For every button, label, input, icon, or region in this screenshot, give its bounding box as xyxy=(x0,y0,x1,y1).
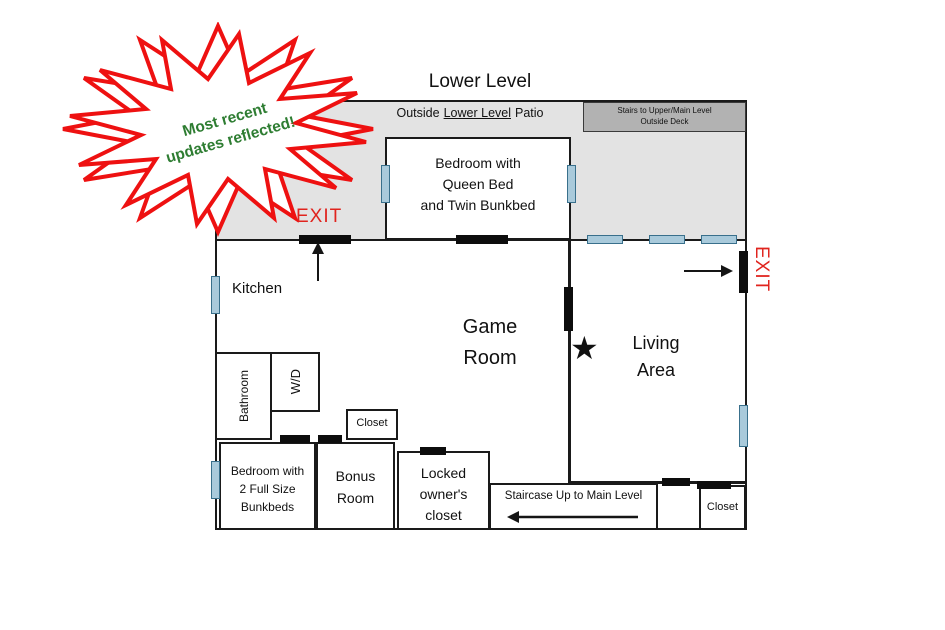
washer-dryer-box: W/D xyxy=(270,352,320,412)
exit-label-right: EXIT xyxy=(751,246,772,293)
staircase-box: Staircase Up to Main Level xyxy=(489,483,658,530)
page-title: Lower Level xyxy=(428,71,532,92)
bathroom-label: Bathroom xyxy=(236,369,251,423)
door-opening-living-bottom xyxy=(662,478,690,486)
patio-label-prefix: Outside xyxy=(396,106,440,120)
window xyxy=(211,276,220,314)
bedroom-queen-box: Bedroom with Queen Bed and Twin Bunkbed xyxy=(385,137,571,240)
patio-label: Outside Lower Level Patio xyxy=(350,106,590,120)
bedroom-bunk-box: Bedroom with 2 Full Size Bunkbeds xyxy=(219,442,316,530)
game-room-label: Game Room xyxy=(462,316,518,369)
door-opening-kitchen-exit xyxy=(299,235,351,244)
window xyxy=(739,405,748,447)
closet-mid-box: Closet xyxy=(346,409,398,440)
washer-dryer-label: W/D xyxy=(287,369,303,395)
door-opening-owners-closet xyxy=(420,447,446,455)
living-area-bottom-wall xyxy=(568,481,747,484)
door-opening-living-exit xyxy=(739,251,748,293)
owners-closet-box: Locked owner's closet xyxy=(397,451,490,530)
staircase-label: Staircase Up to Main Level xyxy=(504,490,643,502)
patio-label-underlined: Lower Level xyxy=(443,106,511,120)
starburst-badge xyxy=(62,22,374,237)
door-opening-closet-right xyxy=(697,481,731,489)
patio-label-suffix: Patio xyxy=(515,106,544,120)
kitchen-label: Kitchen xyxy=(232,280,283,297)
living-area-label: Living Area xyxy=(632,333,680,380)
starburst-outline-inner xyxy=(69,28,367,230)
closet-right-box: Closet xyxy=(699,485,746,530)
window xyxy=(381,165,390,203)
bonus-room-box: Bonus Room xyxy=(316,442,395,530)
door-opening-bathroom xyxy=(280,435,310,443)
bedroom-queen-label: Bedroom with Queen Bed and Twin Bunkbed xyxy=(420,155,536,213)
bathroom-box: Bathroom xyxy=(215,352,272,440)
window xyxy=(701,235,737,244)
bedroom-bunk-label: Bedroom with 2 Full Size Bunkbeds xyxy=(230,464,305,514)
window xyxy=(587,235,623,244)
door-opening-bedroom-queen xyxy=(456,235,508,244)
deck-stairs-box: Stairs to Upper/Main Level Outside Deck xyxy=(583,102,746,132)
door-opening-divider xyxy=(564,287,573,331)
star-icon: ★ xyxy=(570,330,599,366)
exit-label-top: EXIT xyxy=(296,206,343,227)
deck-stairs-label: Stairs to Upper/Main Level Outside Deck xyxy=(617,106,712,126)
window xyxy=(567,165,576,203)
gameroom-living-divider-wall xyxy=(568,239,571,484)
closet-mid-label: Closet xyxy=(356,417,388,429)
closet-right-label: Closet xyxy=(706,501,739,513)
owners-closet-label: Locked owner's closet xyxy=(419,465,468,523)
door-opening-closet-mid xyxy=(318,435,342,443)
window xyxy=(211,461,220,499)
window xyxy=(649,235,685,244)
bonus-room-label: Bonus Room xyxy=(335,468,376,506)
